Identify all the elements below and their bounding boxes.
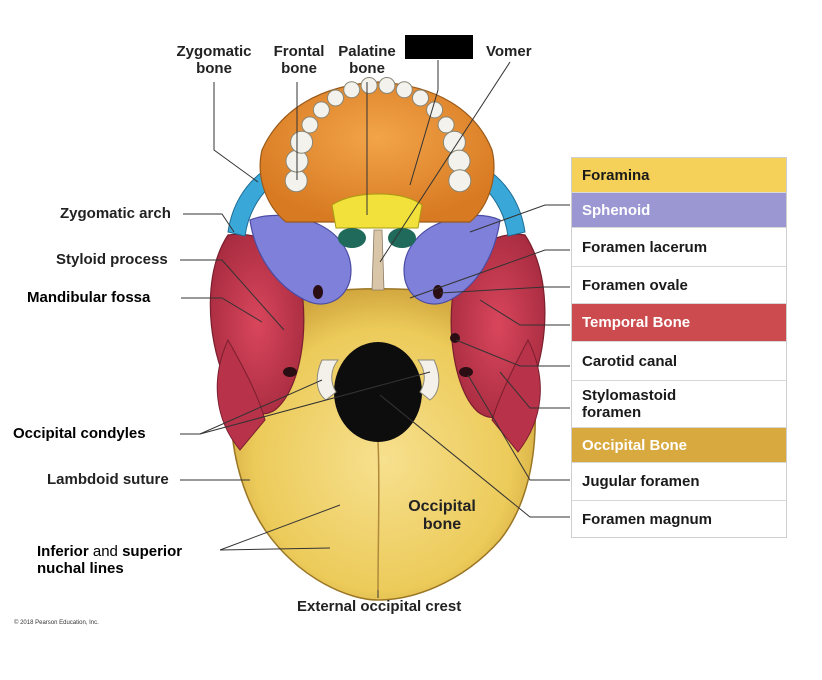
leader-legend-ovale xyxy=(439,286,570,294)
leader-nuchal-b xyxy=(219,547,331,551)
legend-row-foramen-lacerum: Foramen lacerum xyxy=(572,228,786,267)
label-zygomatic-arch: Zygomatic arch xyxy=(60,205,171,222)
occipital-crest-line xyxy=(377,441,380,591)
tooth xyxy=(343,81,361,99)
vomer-shape xyxy=(371,229,385,291)
leader-legend-jugular xyxy=(467,374,570,481)
tooth xyxy=(448,169,472,193)
label-occipital-bone: Occipital bone xyxy=(408,498,476,533)
leader-zygomatic-bone xyxy=(213,82,259,183)
legend-row-sphenoid: Sphenoid xyxy=(572,193,786,228)
leader-mandibular-fossa xyxy=(181,297,263,323)
legend-row-foramen-ovale: Foramen ovale xyxy=(572,267,786,304)
leader-legend-carotid xyxy=(455,339,570,367)
foramen-magnum-shape xyxy=(334,342,422,442)
palatine-shape xyxy=(331,193,423,229)
tooth xyxy=(447,149,471,173)
leader-styloid-process xyxy=(180,259,285,331)
legend-row-temporal-bone: Temporal Bone xyxy=(572,304,786,342)
redacted-label-box xyxy=(405,35,473,59)
tooth xyxy=(284,169,308,193)
foramen-ovale-left xyxy=(313,285,323,299)
label-vomer: Vomer xyxy=(486,43,532,60)
label-lambdoid-suture: Lambdoid suture xyxy=(47,471,169,488)
nuchal-and: and xyxy=(88,543,123,560)
label-zygomatic-bone: Zygomatic bone xyxy=(176,43,252,77)
tooth xyxy=(437,116,455,134)
label-nuchal-lines: Inferior and superior nuchal lines xyxy=(37,543,182,577)
legend-row-foramina: Foramina xyxy=(572,158,786,193)
tooth xyxy=(301,116,319,134)
condyle-left xyxy=(316,359,340,401)
leader-redacted xyxy=(409,60,439,186)
tooth xyxy=(327,89,344,107)
nuchal-line2: nuchal lines xyxy=(37,560,124,577)
leader-legend-stylomastoid xyxy=(499,371,570,409)
nuchal-superior: superior xyxy=(122,543,183,560)
legend-row-stylomastoid-foramen: Stylomastoid foramen xyxy=(572,381,786,428)
jugular-foramen-right xyxy=(459,367,473,377)
leader-legend-lacerum xyxy=(409,249,570,299)
label-palatine-bone: Palatine bone xyxy=(338,43,396,77)
tooth xyxy=(290,130,314,154)
choana-right xyxy=(388,228,416,248)
label-frontal-bone: Frontal bone xyxy=(273,43,325,77)
legend-row-foramen-magnum: Foramen magnum xyxy=(572,501,786,537)
mastoid-right xyxy=(491,338,541,453)
nuchal-inferior: Inferior xyxy=(37,543,89,560)
legend-row-occipital-bone: Occipital Bone xyxy=(572,428,786,463)
jugular-foramen-left xyxy=(283,367,297,377)
tooth xyxy=(360,77,378,94)
leader-occipital-condyles-b xyxy=(199,371,431,435)
leader-lines xyxy=(180,60,570,598)
copyright-text: © 2018 Pearson Education, Inc. xyxy=(14,620,99,626)
mastoid-left xyxy=(216,338,266,451)
label-styloid-process: Styloid process xyxy=(56,251,168,268)
tooth xyxy=(412,89,429,107)
legend-row-carotid-canal: Carotid canal xyxy=(572,342,786,381)
leader-vomer xyxy=(379,61,511,263)
tooth xyxy=(395,81,413,99)
label-occipital-condyles: Occipital condyles xyxy=(13,425,146,442)
condyle-right xyxy=(416,359,440,401)
tooth xyxy=(312,101,330,119)
choana-left xyxy=(338,228,366,248)
leader-legend-sphenoid xyxy=(469,204,570,233)
tooth xyxy=(378,77,396,94)
teeth-group xyxy=(284,77,472,193)
leader-zygomatic-arch xyxy=(183,213,235,233)
tooth xyxy=(426,101,444,119)
legend-row-jugular-foramen: Jugular foramen xyxy=(572,463,786,501)
label-mandibular-fossa: Mandibular fossa xyxy=(27,289,151,306)
label-external-occipital-crest: External occipital crest xyxy=(297,598,462,615)
tooth xyxy=(442,130,466,154)
leader-legend-temporal xyxy=(479,299,570,326)
leader-nuchal-a xyxy=(219,504,341,551)
leader-occipital-foramen-magnum xyxy=(379,394,570,518)
